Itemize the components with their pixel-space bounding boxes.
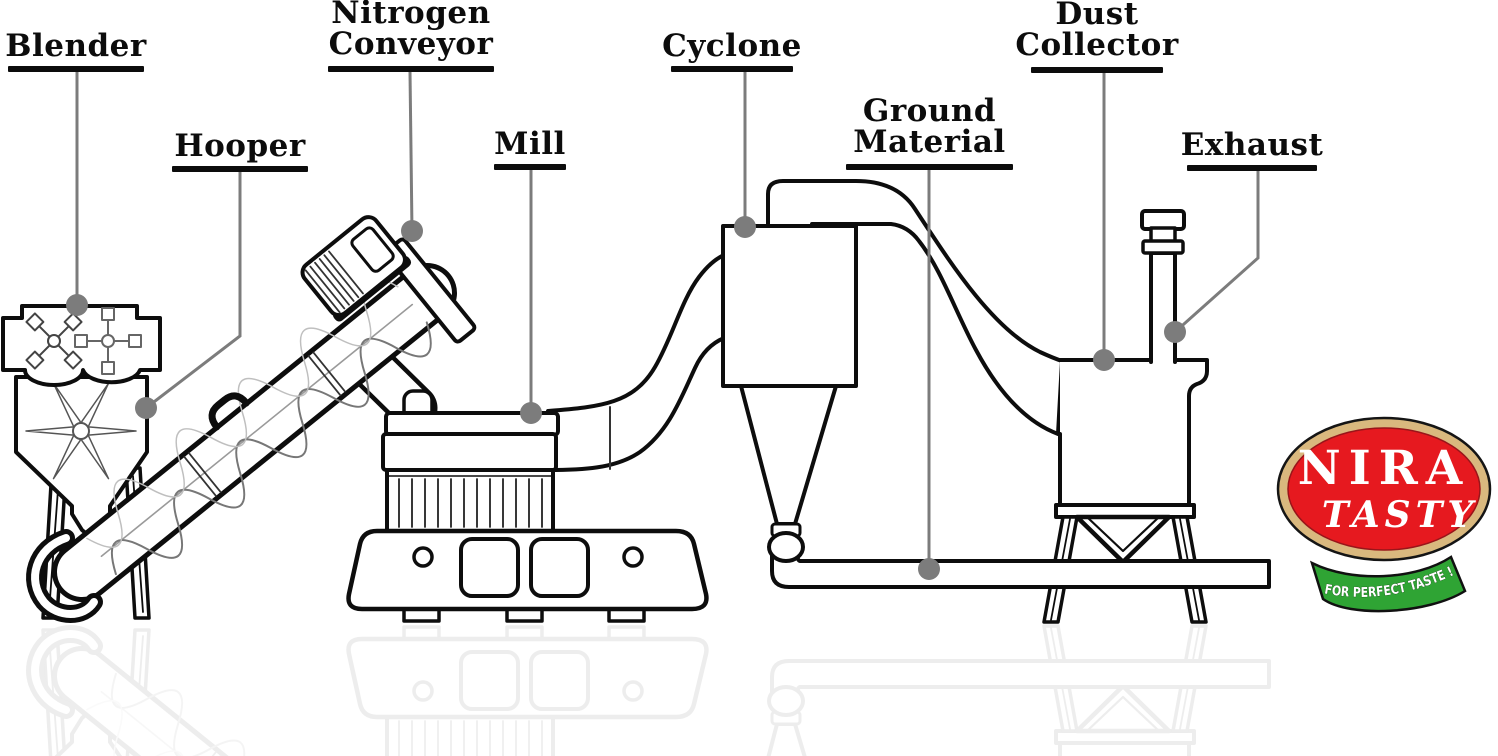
label-blender-underline bbox=[8, 66, 144, 72]
label-dust-collector: Dust Collector bbox=[1015, 0, 1178, 73]
cyclone-discharge-valve bbox=[767, 531, 805, 563]
label-nitrogen-conveyor-line1: Nitrogen bbox=[331, 0, 491, 31]
leader-line-hooper bbox=[145, 172, 242, 410]
leader-dot-blender bbox=[66, 294, 88, 316]
leader-dot-cyclone bbox=[734, 216, 756, 238]
label-dust-collector-line2: Collector bbox=[1015, 27, 1179, 63]
hopper-agitator-icon bbox=[25, 382, 137, 480]
hopper-machine bbox=[14, 375, 149, 565]
blender-machine bbox=[1, 304, 162, 387]
leader-line-nitrogen-conveyor bbox=[408, 71, 414, 232]
mill-machine bbox=[346, 389, 709, 623]
leader-dot-hooper bbox=[135, 397, 157, 419]
leader-dot-dust-collector bbox=[1093, 349, 1115, 371]
leader-dot-exhaust bbox=[1164, 321, 1186, 343]
blender-paddle-plus-icon bbox=[74, 307, 142, 375]
label-mill-underline bbox=[494, 164, 566, 170]
label-cyclone: Cyclone bbox=[662, 24, 801, 72]
label-cyclone-text: Cyclone bbox=[662, 28, 802, 64]
brand-logo: NIRA TASTY FOR PERFECT TASTE ! bbox=[1276, 416, 1492, 613]
label-ground-material: Ground Material bbox=[846, 94, 1013, 170]
label-exhaust-text: Exhaust bbox=[1180, 127, 1324, 163]
cyclone-separator bbox=[721, 224, 858, 538]
floor-reflection bbox=[3, 626, 1269, 756]
label-dust-collector-line1: Dust bbox=[1055, 0, 1139, 32]
logo-ribbon bbox=[1309, 555, 1467, 613]
label-hooper: Hooper bbox=[172, 124, 308, 172]
label-nitrogen-conveyor-underline bbox=[328, 66, 494, 72]
duct-cyclone-to-dust-collector bbox=[766, 179, 1064, 436]
label-exhaust: Exhaust bbox=[1181, 123, 1323, 171]
label-blender: Blender bbox=[5, 24, 147, 72]
label-dust-collector-underline bbox=[1031, 67, 1163, 73]
conveyor-motor bbox=[300, 215, 477, 344]
label-exhaust-underline bbox=[1187, 165, 1317, 171]
logo-red-oval bbox=[1287, 427, 1481, 551]
leader-dot-ground-material bbox=[918, 558, 940, 580]
leader-dot-nitrogen-conveyor bbox=[401, 220, 423, 242]
label-blender-text: Blender bbox=[5, 28, 147, 64]
blender-paddle-x-icon bbox=[25, 312, 83, 370]
dust-collector-machine bbox=[1042, 209, 1209, 624]
leader-dots bbox=[66, 216, 1186, 580]
label-cyclone-underline bbox=[671, 66, 793, 72]
dust-collector-stand bbox=[1042, 503, 1208, 624]
label-nitrogen-conveyor-line2: Conveyor bbox=[328, 26, 494, 62]
label-ground-material-underline bbox=[846, 164, 1013, 170]
label-nitrogen-conveyor: Nitrogen Conveyor bbox=[328, 0, 494, 72]
label-ground-material-line1: Ground bbox=[862, 93, 997, 129]
logo-sub-text: TASTY bbox=[1322, 494, 1478, 536]
label-hooper-text: Hooper bbox=[174, 128, 306, 164]
mill-ribs-icon bbox=[398, 478, 543, 528]
label-hooper-underline bbox=[172, 166, 308, 172]
leader-line-exhaust bbox=[1174, 171, 1260, 334]
duct-mill-to-cyclone bbox=[546, 253, 726, 472]
label-ground-material-line2: Material bbox=[853, 124, 1006, 160]
auger-spiral-icon bbox=[86, 277, 432, 576]
logo-brand-text: NIRA bbox=[1298, 441, 1470, 496]
leader-dot-mill bbox=[520, 402, 542, 424]
label-mill: Mill bbox=[494, 122, 566, 170]
label-mill-text: Mill bbox=[494, 126, 566, 162]
conveyor-lug-icon bbox=[208, 392, 250, 431]
leader-lines bbox=[75, 71, 1260, 569]
